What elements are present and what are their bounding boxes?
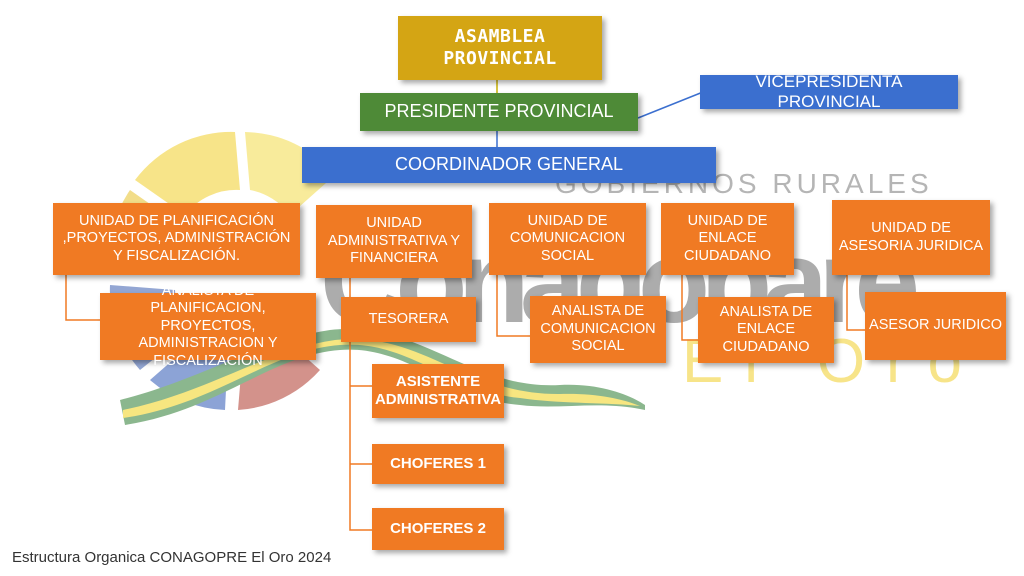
analista-planificacion-label: ANALISTA DE PLANIFICACION, PROYECTOS, AD… [138, 283, 278, 369]
analista-comunicacion-box: ANALISTA DE COMUNICACION SOCIAL [530, 296, 666, 363]
asamblea-provincial-label: ASAMBLEA PROVINCIAL [443, 26, 557, 69]
unidad-planificacion-label: UNIDAD DE PLANIFICACIÓN ,PROYECTOS, ADMI… [62, 212, 291, 264]
choferes-2-box: CHOFERES 2 [372, 508, 504, 550]
coordinador-general-box: COORDINADOR GENERAL [302, 147, 716, 183]
asamblea-provincial-box: ASAMBLEA PROVINCIAL [398, 16, 602, 80]
choferes-1-label: CHOFERES 1 [390, 455, 486, 472]
unidad-enlace-box: UNIDAD DE ENLACE CIUDADANO [661, 203, 794, 275]
analista-comunicacion-label: ANALISTA DE COMUNICACION SOCIAL [540, 303, 656, 355]
unidad-enlace-label: UNIDAD DE ENLACE CIUDADANO [683, 212, 771, 264]
presidente-provincial-box: PRESIDENTE PROVINCIAL [360, 93, 638, 131]
choferes-2-label: CHOFERES 2 [390, 520, 486, 537]
asesor-juridico-box: ASESOR JURIDICO [865, 292, 1006, 360]
tesorera-label: TESORERA [368, 310, 449, 327]
tesorera-box: TESORERA [341, 297, 476, 342]
unidad-asesoria-label: UNIDAD DE ASESORIA JURIDICA [838, 220, 984, 254]
choferes-1-box: CHOFERES 1 [372, 444, 504, 484]
asistente-administrativa-box: ASISTENTE ADMINISTRATIVA [372, 364, 504, 418]
analista-enlace-label: ANALISTA DE ENLACE CIUDADANO [719, 303, 813, 355]
unidad-comunicacion-label: UNIDAD DE COMUNICACION SOCIAL [509, 212, 626, 264]
unidad-comunicacion-box: UNIDAD DE COMUNICACION SOCIAL [489, 203, 646, 275]
asesor-juridico-label: ASESOR JURIDICO [869, 317, 1002, 334]
analista-enlace-box: ANALISTA DE ENLACE CIUDADANO [698, 297, 834, 363]
analista-planificacion-box: ANALISTA DE PLANIFICACION, PROYECTOS, AD… [100, 283, 316, 369]
presidente-provincial-label: PRESIDENTE PROVINCIAL [384, 101, 614, 122]
unidad-administrativa-box: UNIDAD ADMINISTRATIVA Y FINANCIERA [316, 205, 472, 278]
unidad-planificacion-box: UNIDAD DE PLANIFICACIÓN ,PROYECTOS, ADMI… [53, 203, 300, 275]
unidad-administrativa-label: UNIDAD ADMINISTRATIVA Y FINANCIERA [327, 215, 461, 267]
vicepresidenta-provincial-box: VICEPRESIDENTA PROVINCIAL [700, 72, 958, 111]
vicepresidenta-provincial-label: VICEPRESIDENTA PROVINCIAL [755, 71, 903, 111]
chart-caption: Estructura Organica CONAGOPRE El Oro 202… [12, 549, 332, 566]
unidad-asesoria-box: UNIDAD DE ASESORIA JURIDICA [832, 200, 990, 275]
coordinador-general-label: COORDINADOR GENERAL [394, 154, 624, 175]
asistente-administrativa-label: ASISTENTE ADMINISTRATIVA [374, 373, 502, 408]
